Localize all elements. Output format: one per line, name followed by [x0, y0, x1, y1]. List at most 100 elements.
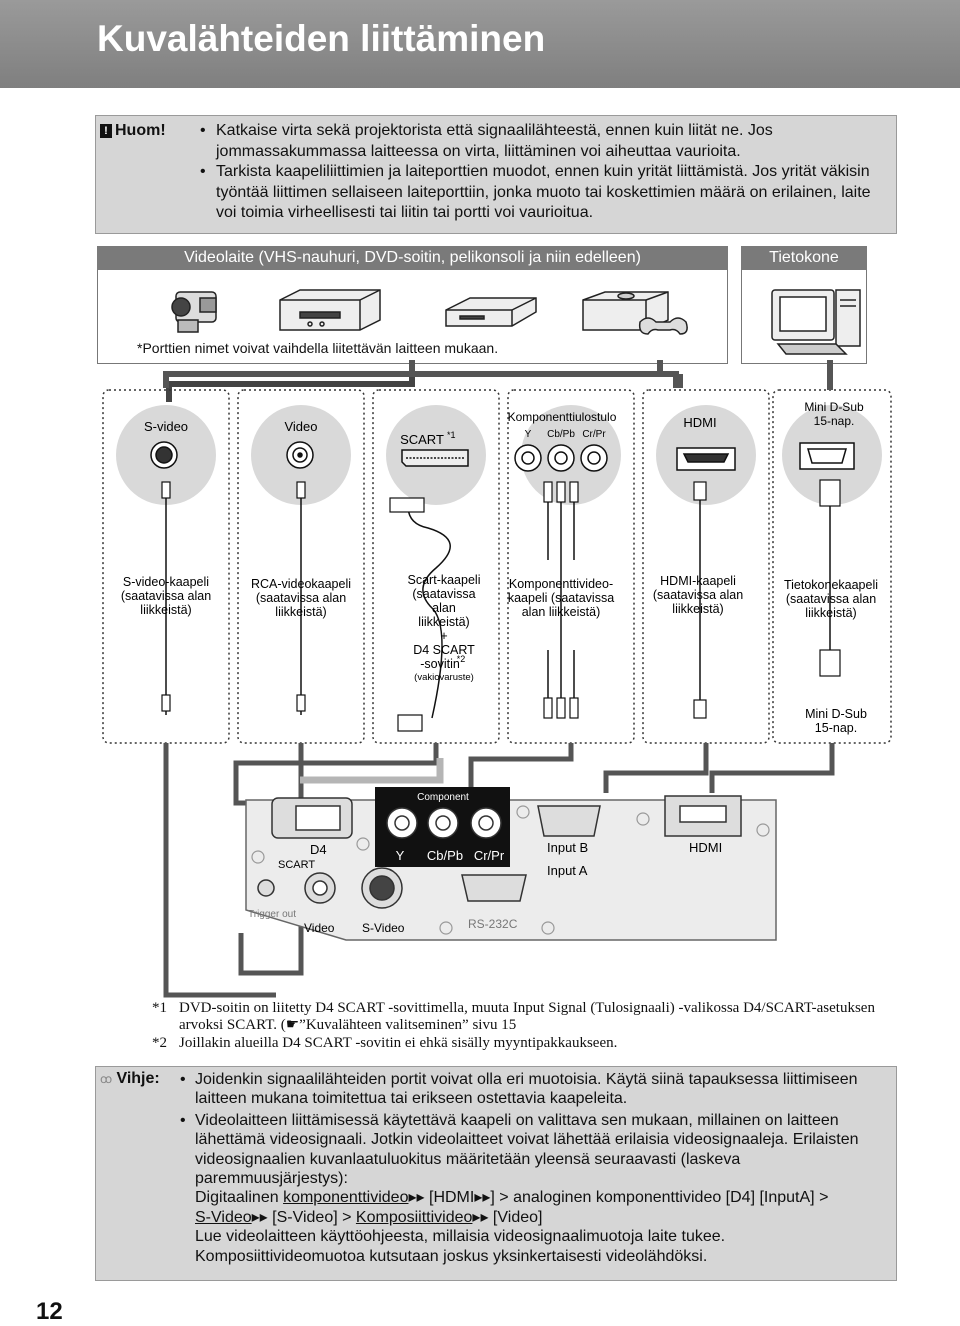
cable-label-svideo: liikkeistä)	[140, 603, 191, 617]
scart-port-icon	[401, 449, 469, 467]
hdmi-port-icon	[676, 447, 736, 471]
cable-label-scart-sup: *2	[457, 654, 466, 664]
input-b-port-icon	[537, 805, 601, 837]
panel-label-cr: Cr/Pr	[474, 848, 505, 863]
cable-label-svideo: (saatavissa alan	[121, 589, 211, 603]
note-item: Katkaise virta sekä projektorista että s…	[200, 121, 890, 162]
routing-lines-light	[300, 758, 444, 784]
port-label-minidsub: Mini D-Sub	[804, 400, 864, 414]
ports-note: *Porttien nimet voivat vaihdella liitett…	[137, 340, 499, 356]
vga-port-icon	[799, 442, 855, 470]
cable-lines	[165, 490, 831, 719]
arrow-icon: ▸▸	[251, 1208, 268, 1226]
page-title: Kuvalähteiden liittäminen	[97, 18, 546, 59]
component-cr-port-icon	[470, 807, 502, 839]
port-label-component: Komponenttiulostulo	[508, 410, 617, 424]
cable-label-rca: RCA-videokaapeli	[251, 577, 351, 591]
tip-text: > analoginen komponenttivideo [D4] [Inpu…	[494, 1189, 829, 1207]
cable-end-minidsub: Mini D-Sub	[805, 707, 867, 721]
cable-label-svideo: S-video-kaapeli	[123, 575, 209, 589]
panel-label-y: Y	[396, 848, 405, 863]
footnote-text: DVD-soitin on liitetty D4 SCART -sovitti…	[179, 1000, 875, 1033]
panel-label-scart: SCART	[278, 859, 315, 871]
rca-port-icon	[286, 441, 314, 469]
note-label: ! Huom!	[100, 122, 166, 140]
panel-label-rs232c: RS-232C	[468, 917, 518, 931]
hdmi-in-port-icon	[664, 795, 742, 837]
tip-item: Joidenkin signaalilähteiden portit voiva…	[180, 1070, 885, 1109]
tip-text: ]	[490, 1189, 495, 1207]
source-links	[163, 360, 833, 390]
note-list: Katkaise virta sekä projektorista että s…	[200, 121, 890, 224]
cable-label-pc: (saatavissa alan	[786, 592, 876, 606]
port-label-minidsub-pins: 15-nap.	[814, 414, 855, 428]
tip-text: Lue videolaitteen käyttöohjeesta, millai…	[195, 1228, 726, 1265]
vcr-icon	[279, 289, 381, 331]
tip-label-text: Vihje:	[116, 1070, 160, 1087]
video-in-port-icon	[304, 872, 336, 904]
svideo-port-icon	[150, 441, 178, 469]
panel-label-video: Video	[304, 921, 335, 935]
cable-label-component: kaapeli (saatavissa	[508, 591, 614, 605]
cable-label-pc: Tietokonekaapeli	[784, 578, 878, 592]
component-cb-port-icon	[427, 807, 459, 839]
footnote: *2 Joillakin alueilla D4 SCART -sovitin …	[152, 1035, 912, 1053]
cable-label-component: alan liikkeistä)	[522, 605, 601, 619]
arrow-icon: ▸▸	[474, 1189, 491, 1207]
footnote-number: *2	[152, 1035, 167, 1051]
lightbulb-icon: ꝏ	[100, 1072, 113, 1086]
panel-label-svideo: S-Video	[362, 921, 405, 935]
link-component-video[interactable]: komponenttivideo	[283, 1189, 409, 1207]
panel-label-d4: D4	[310, 842, 327, 857]
cable-label-scart: D4 SCART	[413, 643, 475, 657]
panel-label-cb: Cb/Pb	[427, 848, 463, 863]
projector-ports	[257, 795, 742, 909]
cable-label-scart: -sovitin	[420, 657, 460, 671]
tip-item: Videolaitteen liittämisessä käytettävä k…	[180, 1111, 885, 1266]
game-console-icon	[582, 291, 688, 335]
port-label-cb: Cb/Pb	[547, 429, 575, 440]
d4-port-icon	[271, 797, 353, 839]
cable-label-component: Komponenttivideo-	[509, 577, 613, 591]
note-item: Tarkista kaapeliliittimien ja laiteportt…	[200, 162, 890, 224]
cable-label-rca: (saatavissa alan	[256, 591, 346, 605]
tip-list: Joidenkin signaalilähteiden portit voiva…	[180, 1070, 885, 1266]
panel-screws	[251, 805, 770, 935]
page-number: 12	[36, 1298, 63, 1325]
port-label-svideo: S-video	[144, 419, 188, 434]
cable-end-minidsub-pins: 15-nap.	[815, 721, 857, 735]
trigger-out-port-icon	[257, 879, 275, 897]
component-port-icon	[514, 444, 608, 472]
port-label-scart-sup: *1	[447, 430, 456, 440]
cable-label-scart: alan	[432, 601, 456, 615]
port-circles	[116, 405, 882, 505]
cable-plugs	[161, 479, 841, 732]
svideo-in-port-icon	[361, 867, 403, 909]
panel-label-component: Component	[417, 792, 469, 803]
cable-label-scart: (saatavissa	[412, 587, 475, 601]
tip-label: ꝏ Vihje:	[100, 1070, 160, 1088]
source-devices-illustration	[171, 289, 861, 355]
footnote: *1 DVD-soitin on liitetty D4 SCART -sovi…	[152, 1000, 912, 1036]
cable-label-scart: (vakiovaruste)	[414, 672, 474, 683]
panel-label-input-b: Input B	[547, 840, 588, 855]
computer-icon	[771, 289, 861, 355]
cable-label-pc: liikkeistä)	[805, 606, 856, 620]
tip-text: [S-Video] >	[267, 1208, 352, 1226]
port-label-cr: Cr/Pr	[582, 429, 606, 440]
video-device-label: Videolaite (VHS-nauhuri, DVD-soitin, pel…	[97, 246, 728, 270]
link-svideo[interactable]: S-Video	[195, 1208, 252, 1226]
tip-text: [HDMI	[429, 1189, 475, 1207]
dvd-player-icon	[445, 297, 537, 327]
port-label-video: Video	[284, 419, 317, 434]
panel-label-trigger: Trigger out	[248, 909, 296, 920]
panel-label-hdmi: HDMI	[689, 840, 722, 855]
tip-text: Videolaitteen liittämisessä käytettävä k…	[195, 1111, 859, 1188]
link-composite-video[interactable]: Komposiittivideo	[355, 1208, 473, 1226]
page-header: Kuvalähteiden liittäminen	[0, 0, 960, 88]
footnote-number: *1	[152, 1000, 167, 1016]
input-a-port-icon	[461, 874, 527, 902]
panel-label-input-a: Input A	[547, 863, 588, 878]
arrow-icon: ▸▸	[472, 1208, 489, 1226]
tip-text: Digitaalinen	[195, 1189, 279, 1207]
